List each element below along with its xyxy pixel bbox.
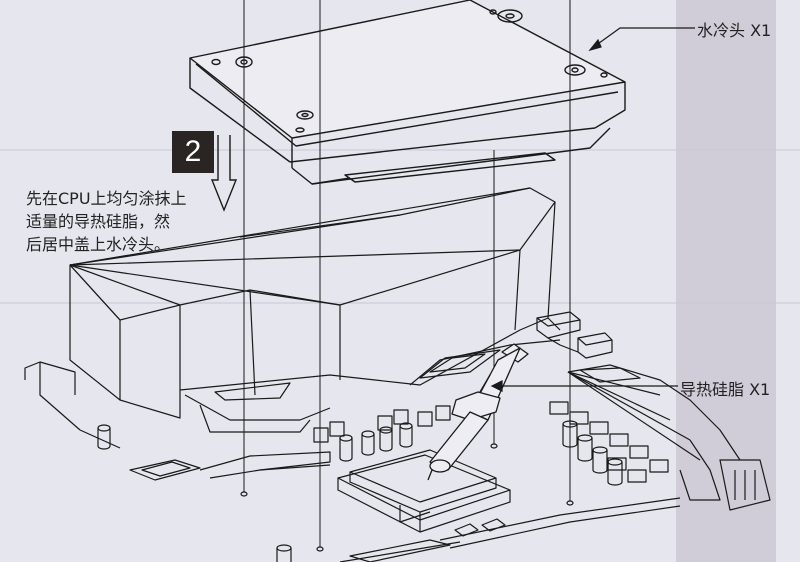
instruction-text: 先在CPU上均匀涂抹上 适量的导热硅脂，然 后居中盖上水冷头。 (26, 187, 187, 256)
thermal-paste-label: 导热硅脂 X1 (680, 380, 771, 399)
motherboard (24, 187, 771, 562)
instruction-line: 后居中盖上水冷头。 (26, 235, 171, 254)
step-number-badge: 2 (172, 131, 214, 173)
down-arrow-icon (210, 135, 238, 212)
instruction-line: 先在CPU上均匀涂抹上 (26, 189, 187, 208)
alignment-lines (243, 0, 571, 547)
instruction-line: 适量的导热硅脂，然 (26, 212, 171, 231)
water-block-label: 水冷头 X1 (697, 21, 772, 40)
side-shade-band (676, 0, 776, 562)
callout-leaders (490, 27, 695, 392)
thermal-paste-syringe (427, 343, 529, 481)
water-block (189, 0, 626, 185)
cpu-socket (337, 449, 511, 537)
